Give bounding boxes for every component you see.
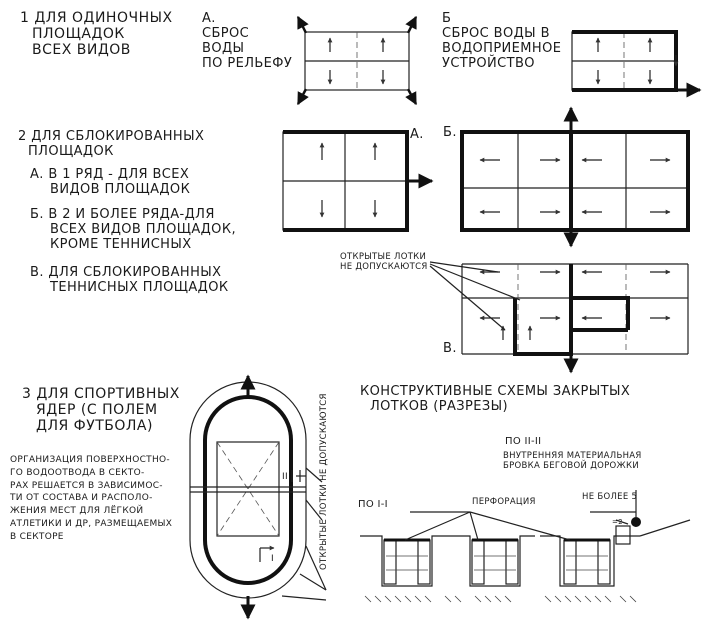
section4-title-line: КОНСТРУКТИВНЫЕ СХЕМЫ ЗАКРЫТЫХ	[360, 384, 631, 399]
not-more-label: НЕ БОЛЕЕ 5	[582, 492, 638, 502]
section2-item-line: ВСЕХ ВИДОВ ПЛОЩАДОК,	[50, 221, 236, 237]
section1-title-line: ВСЕХ ВИДОВ	[32, 42, 131, 59]
section3-note-line: ЖЕНИЯ МЕСТ ДЛЯ ЛЁГКОЙ	[10, 506, 144, 517]
section2-item-b: Б. В 2 И БОЛЕЕ РЯДА-ДЛЯ ВСЕХ ВИДОВ ПЛОЩА…	[30, 207, 236, 253]
section1-b-line: СБРОС ВОДЫ В	[442, 25, 550, 41]
section3-note-line: АТЛЕТИКИ И ДР, РАЗМЕЩАЕМЫХ	[10, 518, 173, 529]
dim-2-label: =2	[612, 518, 623, 526]
section2-title-line: 2 ДЛЯ СБЛОКИРОВАННЫХ	[18, 129, 205, 144]
section4-title: КОНСТРУКТИВНЫЕ СХЕМЫ ЗАКРЫТЫХ ЛОТКОВ (РА…	[360, 384, 631, 415]
section2-title-line: ПЛОЩАДОК	[28, 143, 114, 159]
section3-note-line: В СЕКТОРЕ	[10, 531, 64, 542]
section2-item-line: ТЕННИСНЫХ ПЛОЩАДОК	[50, 279, 229, 295]
section2-item-a: А. В 1 РЯД - ДЛЯ ВСЕХ ВИДОВ ПЛОЩАДОК	[30, 167, 191, 198]
section4-title-line: ЛОТКОВ (РАЗРЕЗЫ)	[370, 398, 508, 414]
open-trays-line: ОТКРЫТЫЕ ЛОТКИ	[340, 252, 427, 262]
section3-note-line: ОРГАНИЗАЦИЯ ПОВЕРХНОСТНО-	[10, 455, 170, 465]
stadium-core	[189, 374, 327, 620]
section2-item-line: Б. В 2 И БОЛЕЕ РЯДА-ДЛЯ	[30, 207, 215, 222]
section2-title: 2 ДЛЯ СБЛОКИРОВАННЫХ ПЛОЩАДОК	[18, 129, 205, 160]
section3-title: 3 ДЛЯ СПОРТИВНЫХ ЯДЕР (С ПОЛЕМ ДЛЯ ФУТБО…	[22, 386, 180, 434]
cross-section-2	[469, 490, 691, 603]
inner-curb-line: БРОВКА БЕГОВОЙ ДОРОЖКИ	[503, 460, 639, 471]
section-2-label: ПО II-II	[505, 436, 542, 447]
inner-curb-line: ВНУТРЕННЯЯ МАТЕРИАЛЬНАЯ	[503, 451, 642, 461]
section-1-label: ПО I-I	[358, 499, 388, 510]
open-trays-note: ОТКРЫТЫЕ ЛОТКИ НЕ ДОПУСКАЮТСЯ	[340, 252, 428, 273]
section2-item-line: В. ДЛЯ СБЛОКИРОВАННЫХ	[30, 265, 222, 280]
section2-label-a: А.	[410, 127, 424, 142]
section3-title-line: ДЛЯ ФУТБОЛА)	[36, 418, 153, 435]
section1-a-line: А.	[202, 11, 216, 26]
section3-note-line: РАХ РЕШАЕТСЯ В ЗАВИСИМОС-	[10, 480, 163, 491]
court-1a	[296, 15, 418, 106]
section2-item-line: ВИДОВ ПЛОЩАДОК	[50, 181, 191, 197]
section1-title-line: 1 ДЛЯ ОДИНОЧНЫХ	[20, 10, 173, 26]
section1-b-line: Б	[442, 11, 452, 26]
section2-item-v: В. ДЛЯ СБЛОКИРОВАННЫХ ТЕННИСНЫХ ПЛОЩАДОК	[30, 265, 229, 296]
section3-title-line: ЯДЕР (С ПОЛЕМ	[36, 402, 158, 419]
section1-title-line: ПЛОЩАДОК	[32, 26, 125, 43]
courts-2b	[460, 106, 690, 248]
section1-a-line: ВОДЫ	[202, 40, 245, 56]
section2-item-line: А. В 1 РЯД - ДЛЯ ВСЕХ	[30, 167, 190, 182]
section1-a-line: СБРОС	[202, 25, 250, 41]
section3-note: ОРГАНИЗАЦИЯ ПОВЕРХНОСТНО- ГО ВОДООТВОДА …	[10, 454, 172, 543]
section1-title: 1 ДЛЯ ОДИНОЧНЫХ ПЛОЩАДОК ВСЕХ ВИДОВ	[20, 10, 173, 58]
perforation-label: ПЕРФОРАЦИЯ	[472, 497, 536, 507]
section1-b-line: ВОДОПРИЕМНОЕ	[442, 40, 562, 56]
open-trays-line: НЕ ДОПУСКАЮТСЯ	[340, 261, 428, 272]
section1-b-line: УСТРОЙСТВО	[442, 55, 535, 71]
section2-item-line: КРОМЕ ТЕННИСНЫХ	[50, 236, 192, 252]
courts-2v	[429, 261, 689, 374]
section3-note-line: ГО ВОДООТВОДА В СЕКТО-	[10, 467, 145, 478]
section2-label-v: В.	[443, 341, 457, 356]
inner-curb-label: ВНУТРЕННЯЯ МАТЕРИАЛЬНАЯ БРОВКА БЕГОВОЙ Д…	[503, 451, 642, 472]
section1-a-line: ПО РЕЛЬЕФУ	[202, 55, 293, 71]
courts-2a	[282, 130, 434, 232]
section3-mark-1: I	[271, 554, 274, 564]
section1-a-text: А. СБРОС ВОДЫ ПО РЕЛЬЕФУ	[202, 11, 293, 72]
court-1b	[571, 30, 702, 98]
section3-note-line: ТИ ОТ СОСТАВА И РАСПОЛО-	[10, 493, 153, 504]
section1-b-text: Б СБРОС ВОДЫ В ВОДОПРИЕМНОЕ УСТРОЙСТВО	[442, 11, 562, 72]
section2-label-b: Б.	[443, 125, 457, 140]
section3-mark-2: II	[282, 472, 288, 482]
cross-section-1	[360, 511, 535, 603]
section3-title-line: 3 ДЛЯ СПОРТИВНЫХ	[22, 386, 180, 402]
